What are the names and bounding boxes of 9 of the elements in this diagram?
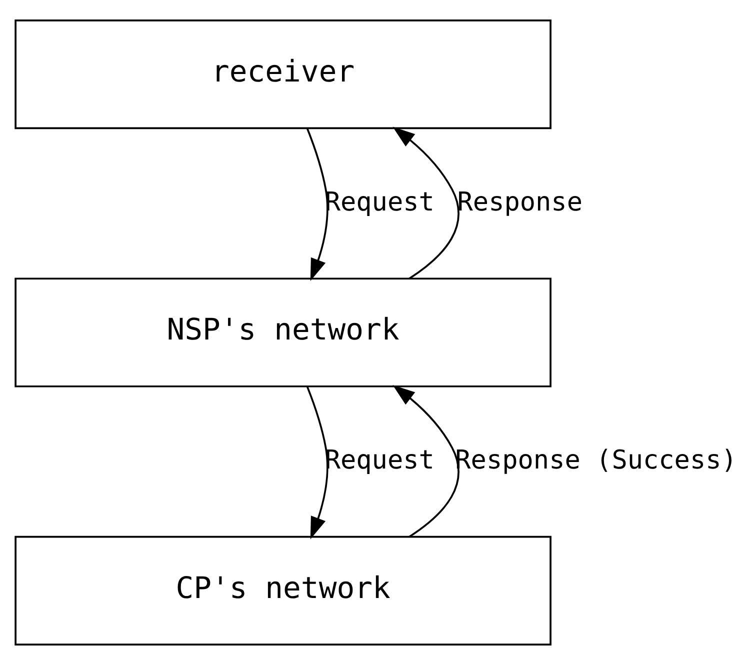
arrow [392, 384, 460, 538]
arrow [392, 126, 460, 280]
edge-label: Response (Success) [455, 445, 737, 476]
arrow [306, 128, 328, 281]
node-box: NSP's network [14, 278, 552, 388]
arrow [306, 386, 328, 540]
node-box: receiver [14, 20, 552, 130]
edge-label: Response [457, 187, 583, 218]
node-box: CP's network [14, 536, 552, 646]
